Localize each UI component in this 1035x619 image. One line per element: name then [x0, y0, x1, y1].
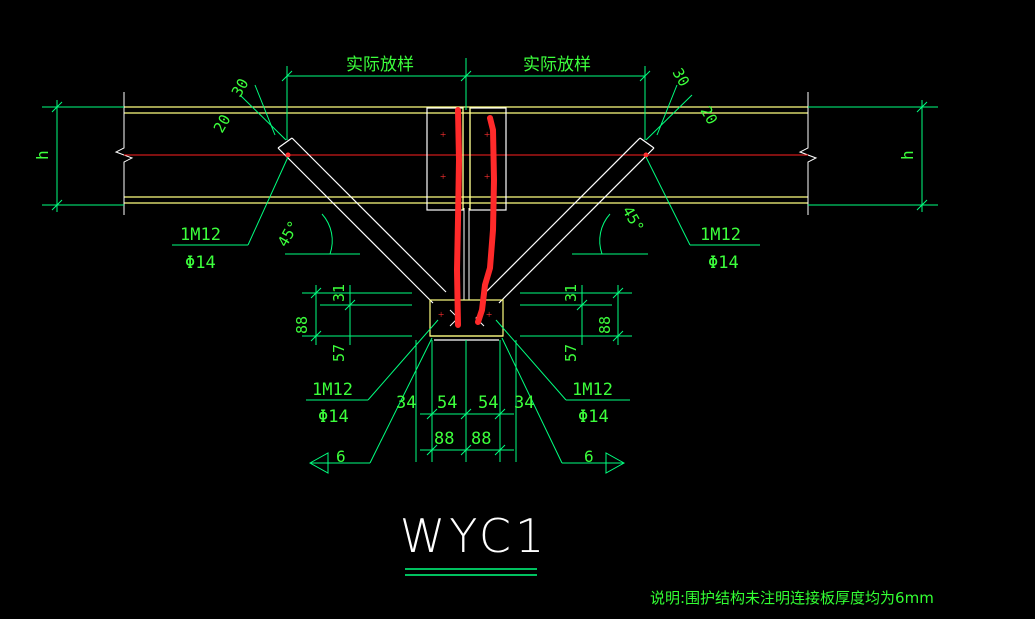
dim-34-right: 34	[514, 393, 534, 413]
brace-bolts	[285, 152, 649, 158]
h-dimension-right	[808, 100, 938, 212]
bolt-label-bottom-right: 1M12	[572, 380, 613, 400]
bottom-dims	[415, 340, 517, 462]
diagonal-brace-left	[277, 137, 447, 304]
bolt-leader-top-left	[172, 156, 289, 246]
weld-size-right: 6	[584, 447, 594, 466]
svg-text:+: +	[440, 171, 446, 183]
angle-marker-right	[572, 213, 648, 255]
weld-size-left: 6	[336, 447, 346, 466]
dim-57-right: 57	[562, 344, 580, 362]
bottom-bolt-left: +	[438, 309, 444, 321]
svg-text:+: +	[484, 171, 490, 183]
dim-30-right: 30	[669, 65, 694, 90]
dim-54-right: 54	[478, 393, 498, 413]
side-dims-right	[520, 285, 632, 345]
drawing-note: 说明:围护结构未注明连接板厚度均为6mm	[650, 589, 934, 607]
hole-label-bottom-right: Φ14	[578, 407, 609, 427]
angle-label-left: 45°	[274, 218, 303, 250]
dim-31-left: 31	[330, 284, 348, 302]
h-dimension-left	[42, 100, 124, 212]
center-post	[463, 58, 470, 300]
center-bolts: + + + +	[440, 129, 490, 183]
dim-88-bottom-left: 88	[434, 429, 454, 449]
svg-text:+: +	[440, 129, 446, 141]
bolt-label-bottom-left: 1M12	[312, 380, 353, 400]
h-label-left: h	[33, 150, 52, 160]
dim-31-right: 31	[562, 284, 580, 302]
h-label-right: h	[898, 150, 917, 160]
bolt-label-top-right: 1M12	[700, 225, 741, 245]
dim-30-left: 30	[228, 75, 253, 100]
bolt-leader-bottom-right	[495, 319, 630, 401]
red-markup	[454, 107, 497, 328]
actual-layout-label-right: 实际放样	[523, 55, 591, 75]
weld-leader-left	[308, 337, 433, 474]
hole-label-top-left: Φ14	[185, 253, 216, 273]
svg-text:+: +	[484, 129, 490, 141]
dim-88-bottom-right: 88	[471, 429, 491, 449]
bottom-gusset	[429, 299, 504, 341]
dim-34-left: 34	[396, 393, 416, 413]
drawing-title: WYC1	[400, 509, 548, 563]
angle-marker-left	[285, 213, 360, 255]
actual-layout-label-left: 实际放样	[346, 55, 414, 75]
angle-label-right: 45°	[619, 203, 648, 235]
title-underline	[405, 568, 537, 576]
center-gusset-plates	[426, 107, 507, 211]
diagonal-brace-right	[485, 137, 655, 304]
hole-label-top-right: Φ14	[708, 253, 739, 273]
dim-57-left: 57	[330, 344, 348, 362]
bolt-leader-top-right	[645, 156, 760, 246]
dim-20-left: 20	[210, 111, 235, 136]
dim-88-left: 88	[293, 316, 311, 334]
bolt-leader-bottom-left	[306, 319, 439, 401]
edge-distance-dims	[239, 84, 693, 141]
dim-54-left: 54	[437, 393, 457, 413]
bottom-bolt-right: +	[486, 309, 492, 321]
bolt-label-top-left: 1M12	[180, 225, 221, 245]
dim-88-right: 88	[596, 316, 614, 334]
side-dims-left	[302, 285, 412, 345]
hole-label-bottom-left: Φ14	[318, 407, 349, 427]
weld-leader-right	[501, 337, 626, 474]
